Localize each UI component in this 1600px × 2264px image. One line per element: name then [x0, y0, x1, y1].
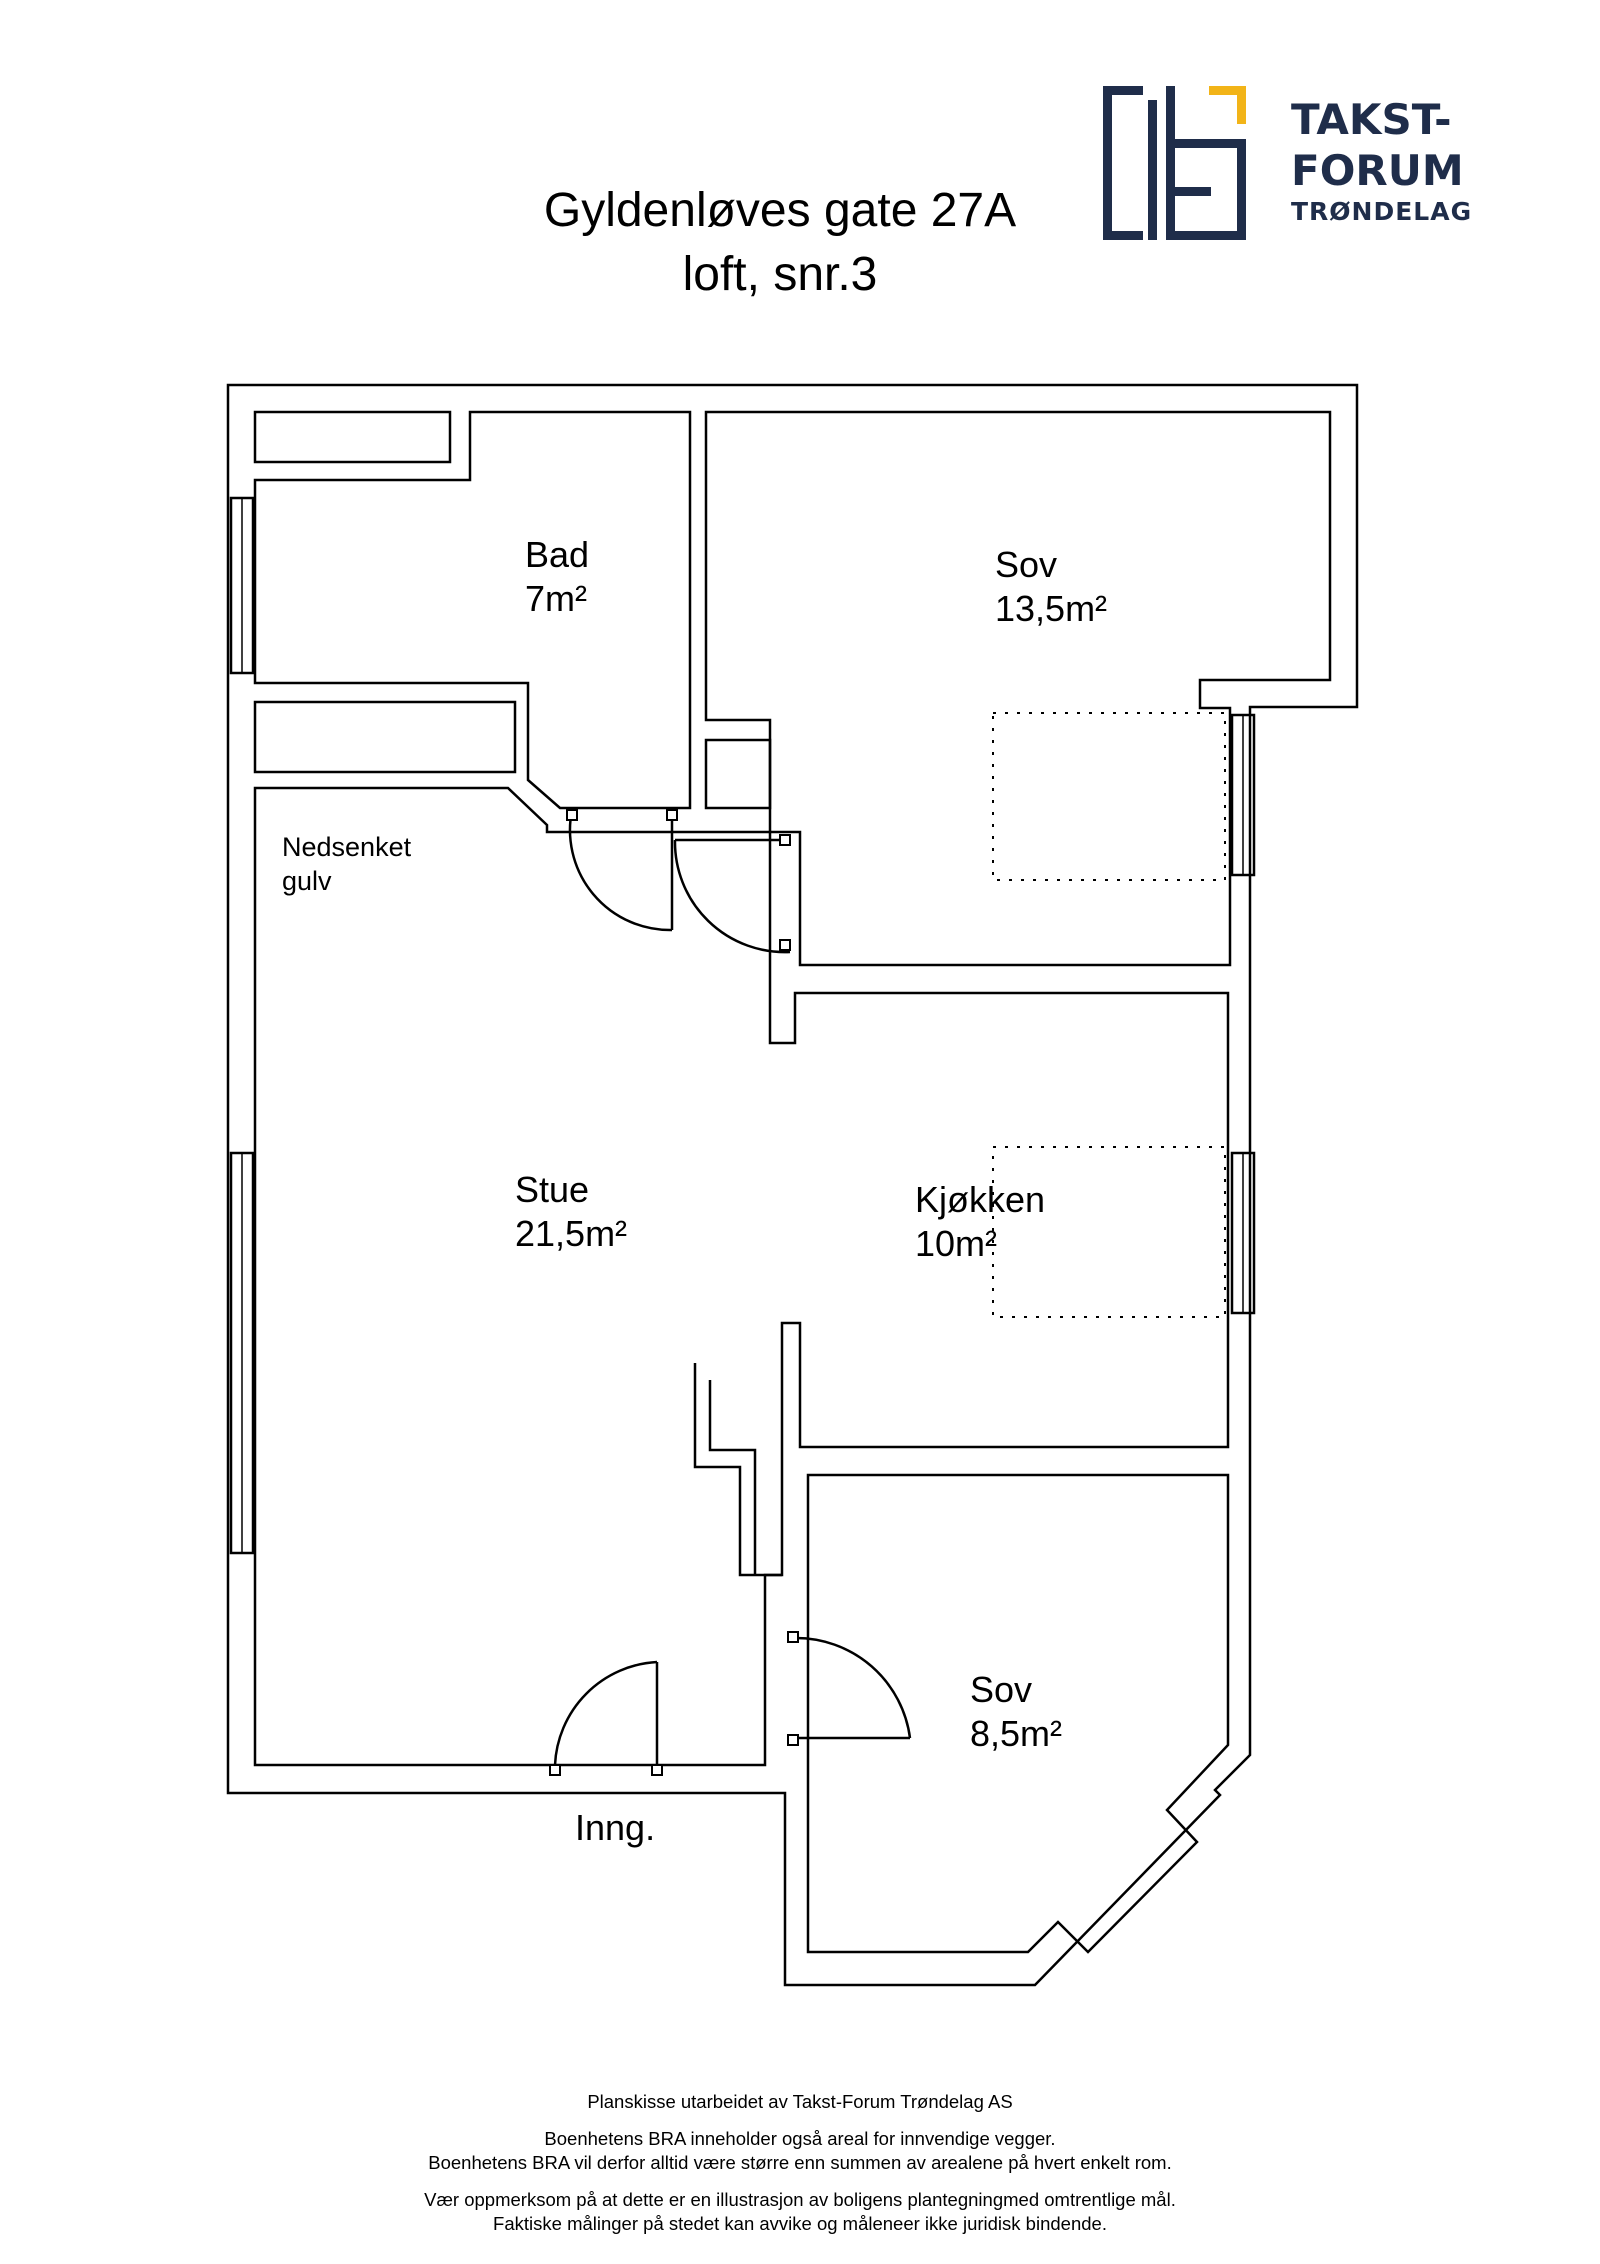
sunken-floor-note: Nedsenket gulv: [282, 830, 411, 898]
page-subtitle: loft, snr.3: [682, 248, 878, 301]
entrance-label: Inng.: [575, 1807, 656, 1848]
footer-disclaimer-2: Faktiske målinger på stedet kan avvike o…: [493, 2213, 1107, 2234]
sunken-floor-line2: gulv: [282, 866, 332, 896]
sunken-floor-line1: Nedsenket: [282, 832, 412, 862]
footer-note-2: Boenhetens BRA vil derfor alltid være st…: [428, 2152, 1172, 2173]
door-bedroom-lower: [794, 1636, 912, 1739]
door-bedroom-upper: [673, 839, 791, 954]
room-name: Stue: [515, 1169, 590, 1210]
room-name: Sov: [995, 544, 1058, 585]
skylight-kitchen: [992, 1146, 1226, 1318]
footer-note-1: Boenhetens BRA inneholder også areal for…: [544, 2128, 1056, 2149]
bathroom-fixture: [253, 410, 452, 464]
room-label-living: Stue 21,5m²: [515, 1168, 627, 1256]
room-area: 13,5m²: [995, 588, 1108, 629]
page-title: Gyldenløves gate 27A: [543, 184, 1017, 237]
room-label-kitchen: Kjøkken 10m²: [915, 1178, 1045, 1266]
bedroom-upper-wall: [704, 410, 1332, 967]
room-area: 7m²: [525, 578, 587, 619]
logo-text-takst: TAKST-: [1291, 95, 1452, 144]
logo-text-forum: FORUM: [1291, 146, 1464, 195]
kitchen-partition: [693, 1363, 782, 1577]
door-bathroom: [568, 809, 673, 932]
room-label-bedroom-upper: Sov 13,5m²: [995, 543, 1107, 631]
skylight-bedroom: [992, 712, 1226, 881]
room-area: 8,5m²: [970, 1713, 1063, 1754]
footer-disclaimer-1: Vær oppmerksom på at dette er en illustr…: [424, 2189, 1176, 2210]
room-name: Kjøkken: [915, 1179, 1046, 1220]
footer-credit: Planskisse utarbeidet av Takst-Forum Trø…: [587, 2091, 1013, 2112]
outer-wall: [226, 383, 1359, 1987]
counter-fixture: [253, 700, 517, 774]
room-name: Bad: [525, 534, 590, 575]
room-name: Sov: [970, 1669, 1033, 1710]
room-area: 10m²: [915, 1223, 998, 1264]
closet-upper: [704, 738, 772, 810]
room-label-bedroom-lower: Sov 8,5m²: [970, 1668, 1062, 1756]
bathroom-wall: [253, 410, 692, 810]
logo-text-trondelag: TRØNDELAG: [1291, 197, 1473, 226]
door-entrance: [553, 1660, 658, 1766]
living-room-wall: [253, 786, 1230, 1767]
room-label-bath: Bad 7m²: [525, 533, 589, 621]
bedroom-lower-wall: [806, 1473, 1230, 1954]
kitchen-partition-inner: [708, 1380, 757, 1575]
room-area: 21,5m²: [515, 1213, 628, 1254]
